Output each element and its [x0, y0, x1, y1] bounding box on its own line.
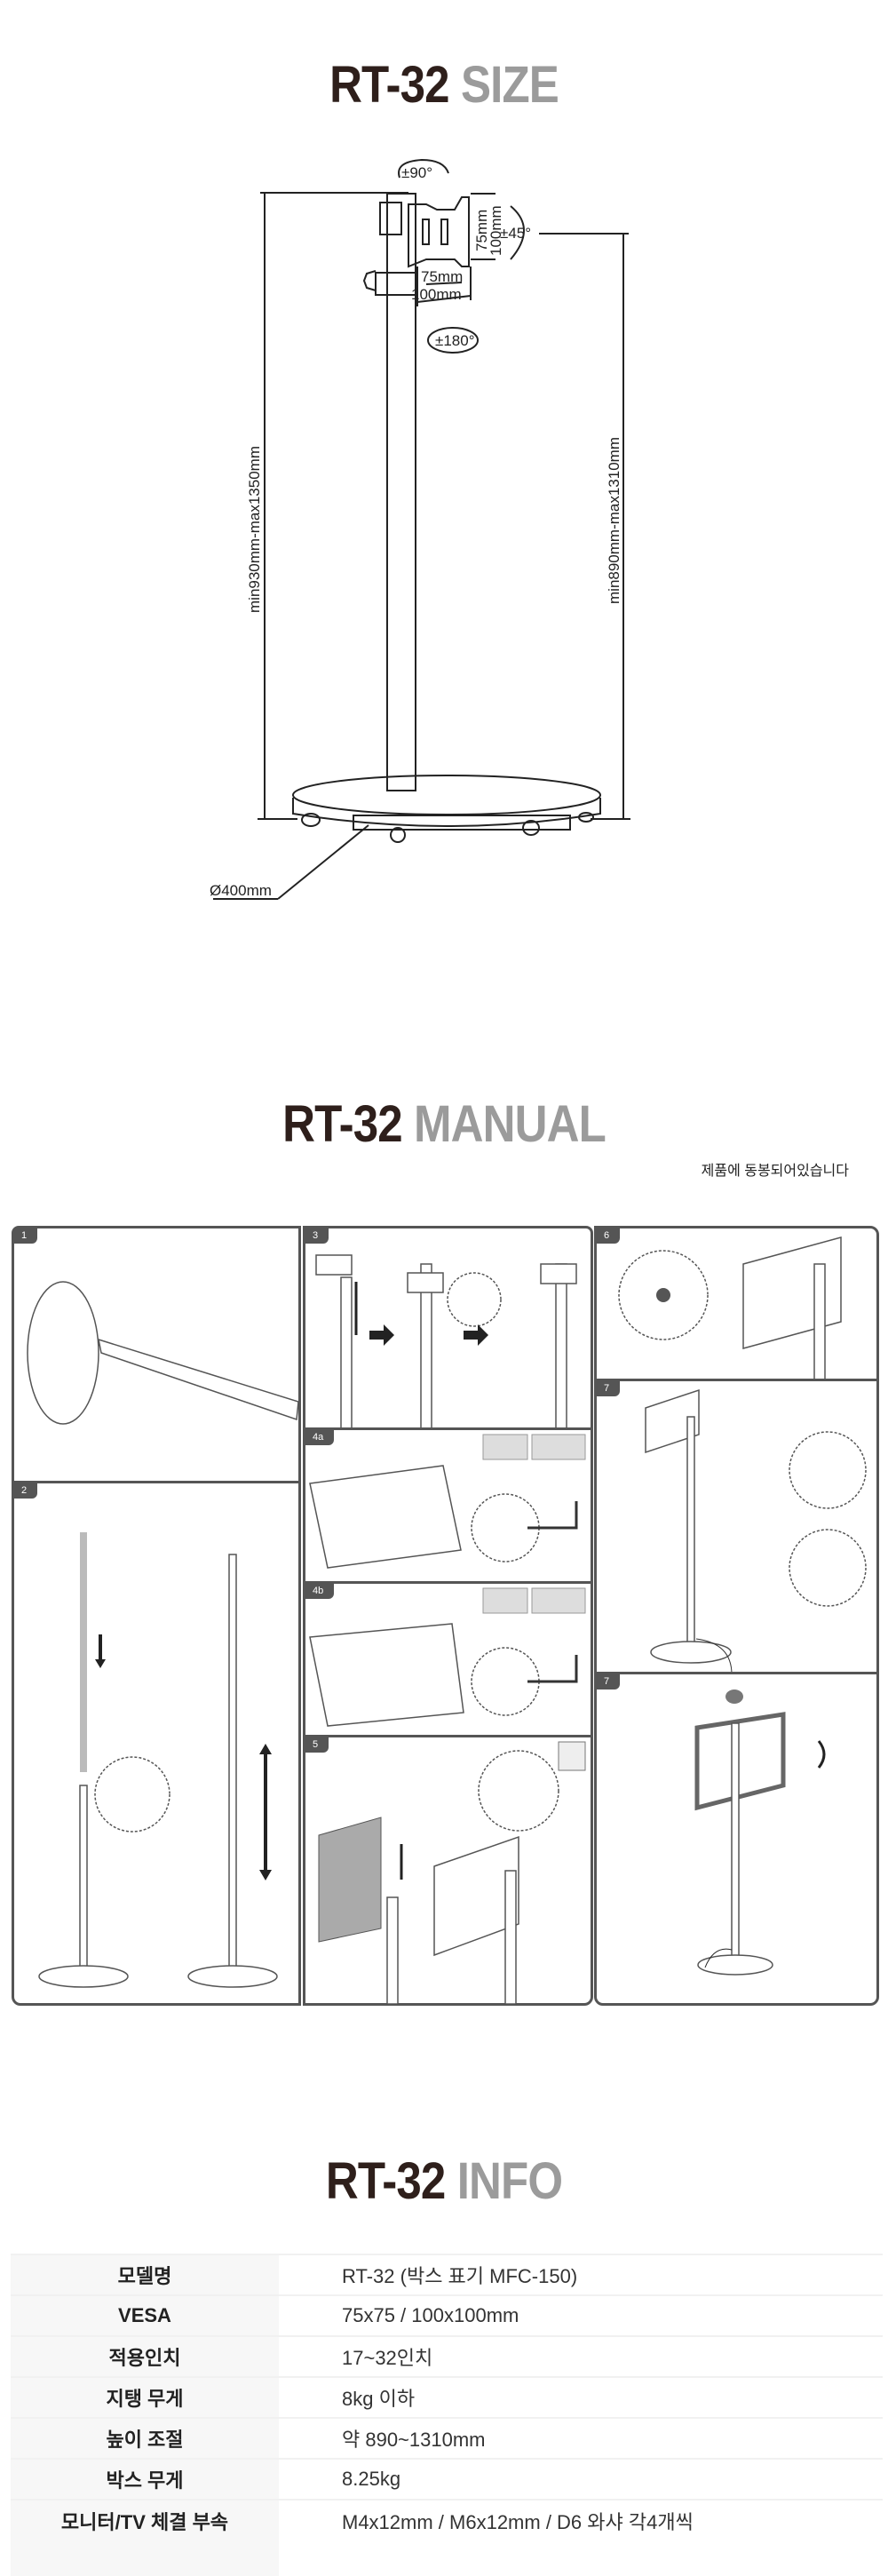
- step-number: 5: [305, 1737, 329, 1753]
- spec-label: 박스 무게: [11, 2458, 279, 2500]
- rotate-label: ±180°: [435, 332, 475, 349]
- spec-value: 8.25kg: [279, 2458, 883, 2500]
- base: [213, 775, 601, 900]
- step-2-illustration: [38, 1532, 278, 1988]
- stand-dimension-drawing: ±90° ±45° ±180° 75mm 100mm 75mm 100mm mi…: [210, 158, 630, 900]
- step-number: 1: [14, 1228, 38, 1244]
- step-7a-illustration: [645, 1388, 867, 1675]
- vesa-100-height-label: 100mm: [488, 205, 504, 256]
- spec-value: RT-32 (박스 표기 MFC-150): [279, 2254, 883, 2295]
- total-height-label: min930mm-max1350mm: [246, 446, 263, 613]
- step-panel-5: 5: [303, 1735, 593, 2006]
- step-number: 7: [597, 1381, 621, 1396]
- title-model: RT-32: [329, 56, 449, 114]
- center-height-label: min890mm-max1310mm: [606, 437, 622, 604]
- title-word: INFO: [456, 2152, 563, 2210]
- step-panel-4b: 4b: [303, 1581, 593, 1737]
- title-word: MANUAL: [414, 1095, 607, 1153]
- base-diameter-label: Ø400mm: [210, 882, 272, 899]
- step-panel-7b: 7: [594, 1672, 879, 2006]
- step-4b-illustration: [309, 1587, 586, 1727]
- spec-label: 높이 조절: [11, 2417, 279, 2459]
- spec-value: 17~32인치: [279, 2335, 883, 2377]
- manual-title: RT-32 MANUAL: [53, 1094, 835, 1154]
- step-number: 6: [597, 1228, 621, 1244]
- title-model: RT-32: [325, 2152, 446, 2210]
- step-panel-1: 1: [12, 1226, 301, 1483]
- table-label-column-tail: [11, 2540, 279, 2576]
- step-6-illustration: [618, 1236, 842, 1380]
- spec-value: 75x75 / 100x100mm: [279, 2294, 883, 2336]
- step-number: 7: [597, 1674, 621, 1690]
- step-number: 3: [305, 1228, 329, 1244]
- size-title: RT-32 SIZE: [53, 55, 835, 115]
- tilt-label: ±90°: [401, 164, 432, 181]
- step-1-illustration: [27, 1281, 299, 1425]
- vesa-100-width-label: 100mm: [411, 286, 462, 303]
- step-5-illustration: [318, 1741, 586, 2005]
- step-3-illustration: [315, 1254, 577, 1429]
- step-number: 4b: [305, 1584, 335, 1599]
- spec-label: 적용인치: [11, 2335, 279, 2377]
- info-title: RT-32 INFO: [53, 2151, 835, 2211]
- spec-label: 모델명: [11, 2254, 279, 2295]
- step-7b-illustration: [694, 1690, 826, 1976]
- step-panel-7a: 7: [594, 1379, 879, 1675]
- step-panel-3: 3: [303, 1226, 593, 1430]
- vesa-75-height-label: 75mm: [473, 210, 490, 251]
- title-word: SIZE: [460, 56, 559, 114]
- spec-label: 모니터/TV 체결 부속: [11, 2499, 279, 2540]
- step-panel-2: 2: [12, 1481, 301, 2006]
- spec-label: VESA: [11, 2294, 279, 2336]
- step-panel-4a: 4a: [303, 1427, 593, 1584]
- step-panel-6: 6: [594, 1226, 879, 1381]
- spec-value: 8kg 이하: [279, 2376, 883, 2418]
- included-note: 제품에 동봉되어있습니다: [701, 1164, 849, 1179]
- pole: [386, 193, 416, 791]
- vesa-bracket: [362, 193, 496, 306]
- spec-value: 약 890~1310mm: [279, 2417, 883, 2459]
- vesa-75-width-label: 75mm: [421, 268, 463, 285]
- title-model: RT-32: [282, 1095, 402, 1153]
- step-4a-illustration: [309, 1434, 586, 1569]
- spec-label: 지탱 무게: [11, 2376, 279, 2418]
- step-number: 2: [14, 1483, 38, 1499]
- swivel-label: ±45°: [500, 225, 531, 242]
- spec-value: M4x12mm / M6x12mm / D6 와샤 각4개씩: [279, 2499, 883, 2540]
- step-number: 4a: [305, 1430, 335, 1445]
